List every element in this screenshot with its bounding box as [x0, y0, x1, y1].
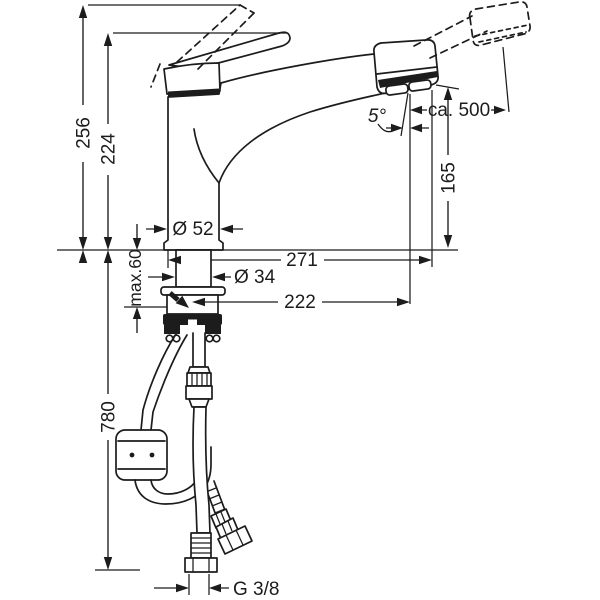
hose-edge: [134, 446, 212, 505]
arrow-right: [419, 255, 432, 265]
arrow-down: [78, 237, 88, 250]
mounting-assembly: [160, 249, 226, 343]
nut-facets: [192, 558, 210, 572]
dimension-labels: 256 224 780 max.60 165 Ø 52 Ø 34 271 222…: [74, 100, 491, 600]
arrow-down: [103, 237, 113, 250]
mounting-nut-right: [205, 325, 221, 334]
arrow-left: [209, 583, 221, 593]
dim-label-224: 224: [99, 133, 120, 165]
weight-screw: [129, 452, 135, 458]
dim-label-d34: Ø 34: [234, 267, 276, 288]
ref-line-pullout-face: [502, 46, 510, 113]
dim-label-ca500: ca. 500: [428, 100, 490, 121]
handle-lever: [168, 31, 291, 68]
leader-5deg: [377, 123, 393, 133]
arrow-up: [132, 307, 142, 319]
spout-neck-crease: [193, 128, 220, 184]
aerator-segment: [408, 79, 432, 92]
arrow-left: [168, 255, 181, 265]
braided-hose-edge: [213, 480, 227, 514]
ref-line-g38: [188, 574, 210, 595]
arrow-right: [494, 105, 506, 115]
dim-label-222: 222: [284, 292, 316, 313]
g38-union-nut: [184, 557, 218, 573]
dim-label-256: 256: [74, 117, 95, 149]
dim-label-5deg: 5°: [368, 106, 387, 127]
clamp-foot: [212, 334, 221, 343]
dimension-lines: [78, 5, 506, 593]
pullout-hose-loop: [115, 333, 212, 505]
arrow-right: [397, 297, 410, 307]
dim-label-165: 165: [439, 162, 460, 194]
faucet-body-spout-outline: [163, 53, 386, 251]
arrow-down: [443, 235, 453, 248]
connector-taper: [188, 398, 210, 408]
seal-band-notch: [188, 319, 197, 325]
hose-weight: [115, 429, 168, 481]
arrow-left: [212, 272, 225, 282]
pullout-head-divider-dashed: [474, 24, 529, 37]
dashed-line: [150, 63, 161, 88]
dim-label-g38: G 3/8: [233, 579, 279, 600]
hose-direction-arrow: [168, 291, 180, 302]
arrow-right: [154, 224, 167, 234]
mounting-nut-left: [164, 325, 180, 334]
arrow-up: [443, 87, 453, 100]
arrow-left: [192, 297, 205, 307]
connector-flare: [187, 366, 211, 374]
aerator-segment: [385, 83, 409, 96]
arrow-right: [176, 583, 189, 593]
pullout-head-outline-dashed: [468, 1, 531, 47]
hose-edge: [192, 332, 206, 368]
clamp-foot: [205, 334, 214, 343]
arrow-left: [410, 105, 422, 115]
hose-lower: [192, 406, 211, 534]
hose-end-ribbed: [190, 532, 212, 559]
nut-facets: [225, 529, 244, 551]
arrow-right: [162, 272, 175, 282]
faucet-body-group: [163, 31, 439, 251]
arrow-down: [132, 238, 142, 250]
pullout-face-dashed: [478, 31, 527, 43]
arrow-up: [78, 5, 88, 18]
dim-label-d52: Ø 52: [172, 219, 213, 240]
arrow-up: [103, 250, 113, 263]
spray-hose-center: [184, 332, 218, 573]
extension-lines: [57, 4, 510, 595]
rib-lines: [191, 537, 211, 554]
braid-ticks: [205, 487, 226, 514]
pullout-spray-dashed: [413, 1, 531, 59]
weight-screw: [149, 452, 155, 458]
dim-label-271: 271: [286, 250, 318, 271]
arrow-down: [103, 557, 113, 570]
arrow-up: [78, 250, 88, 263]
spray-face-band: [378, 71, 438, 88]
collar-ticks: [221, 520, 233, 535]
dim-label-780: 780: [99, 401, 120, 433]
dashed-line: [239, 4, 255, 14]
connector-body: [185, 385, 213, 400]
handle-block: [163, 62, 221, 95]
ref-line-outlet-level: [435, 84, 460, 90]
arrow-up: [103, 33, 113, 46]
handle-joint-band: [168, 88, 219, 97]
arrow-left: [220, 224, 233, 234]
hose-edge: [140, 333, 177, 431]
arrow-right: [391, 123, 403, 133]
arrow-left: [410, 123, 422, 133]
ref-line-5deg: [400, 92, 409, 137]
hose-edge: [150, 334, 188, 431]
weight-cap-line: [117, 440, 166, 470]
dashed-line: [197, 12, 255, 70]
hose-direction-arrowhead: [175, 295, 189, 308]
tailpiece: [175, 249, 212, 288]
hoses-group: [115, 332, 253, 573]
supply-hose-braided: [204, 480, 253, 555]
pullout-hose-dashed: [413, 15, 473, 47]
spray-head-divider: [376, 66, 438, 75]
knurl-lines: [191, 373, 208, 386]
dim-label-max60: max.60: [125, 249, 145, 307]
collar-ticks: [215, 511, 226, 525]
